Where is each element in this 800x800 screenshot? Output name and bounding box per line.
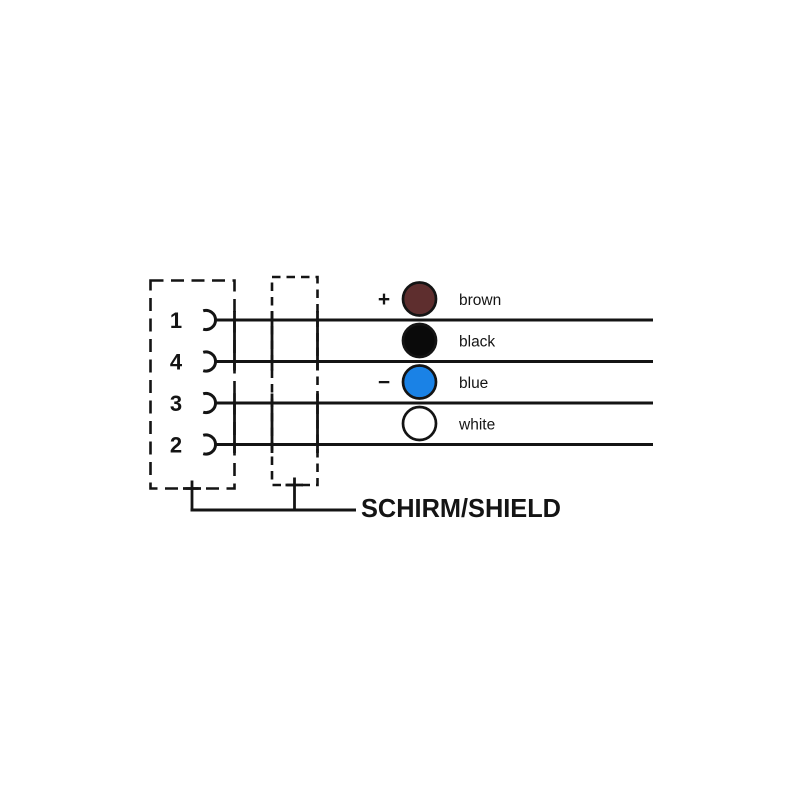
wire-row: 4 black [170,322,653,375]
shield-dashed-outline [270,275,319,487]
pin-number-label: 3 [170,391,182,416]
pin-number-label: 4 [170,350,183,375]
pin-number-label: 1 [170,308,182,333]
wire-color-dot [401,281,438,317]
wire-color-dot [401,364,438,400]
connector-dashed-outline [149,279,236,490]
pin-contact-arc [202,308,218,332]
wire-color-dot [401,405,438,442]
wire-color-label: white [458,417,495,434]
pin-contact-arc [202,433,218,456]
shield-label: SCHIRM/SHIELD [361,493,561,523]
pin-contact-arc [202,391,218,415]
polarity-label: − [378,371,390,394]
wire-color-label: blue [459,375,488,392]
wire-color-label: brown [459,292,501,309]
wire-color-label: black [459,334,495,351]
pin-number-label: 2 [170,433,182,458]
polarity-label: + [378,288,390,311]
wire-color-dot [401,322,438,359]
wire-row: 3 − blue [170,364,653,416]
wire-row: 2 white [170,405,653,458]
pin-contact-arc [202,350,218,373]
wire-row: 1 + brown [170,281,653,333]
